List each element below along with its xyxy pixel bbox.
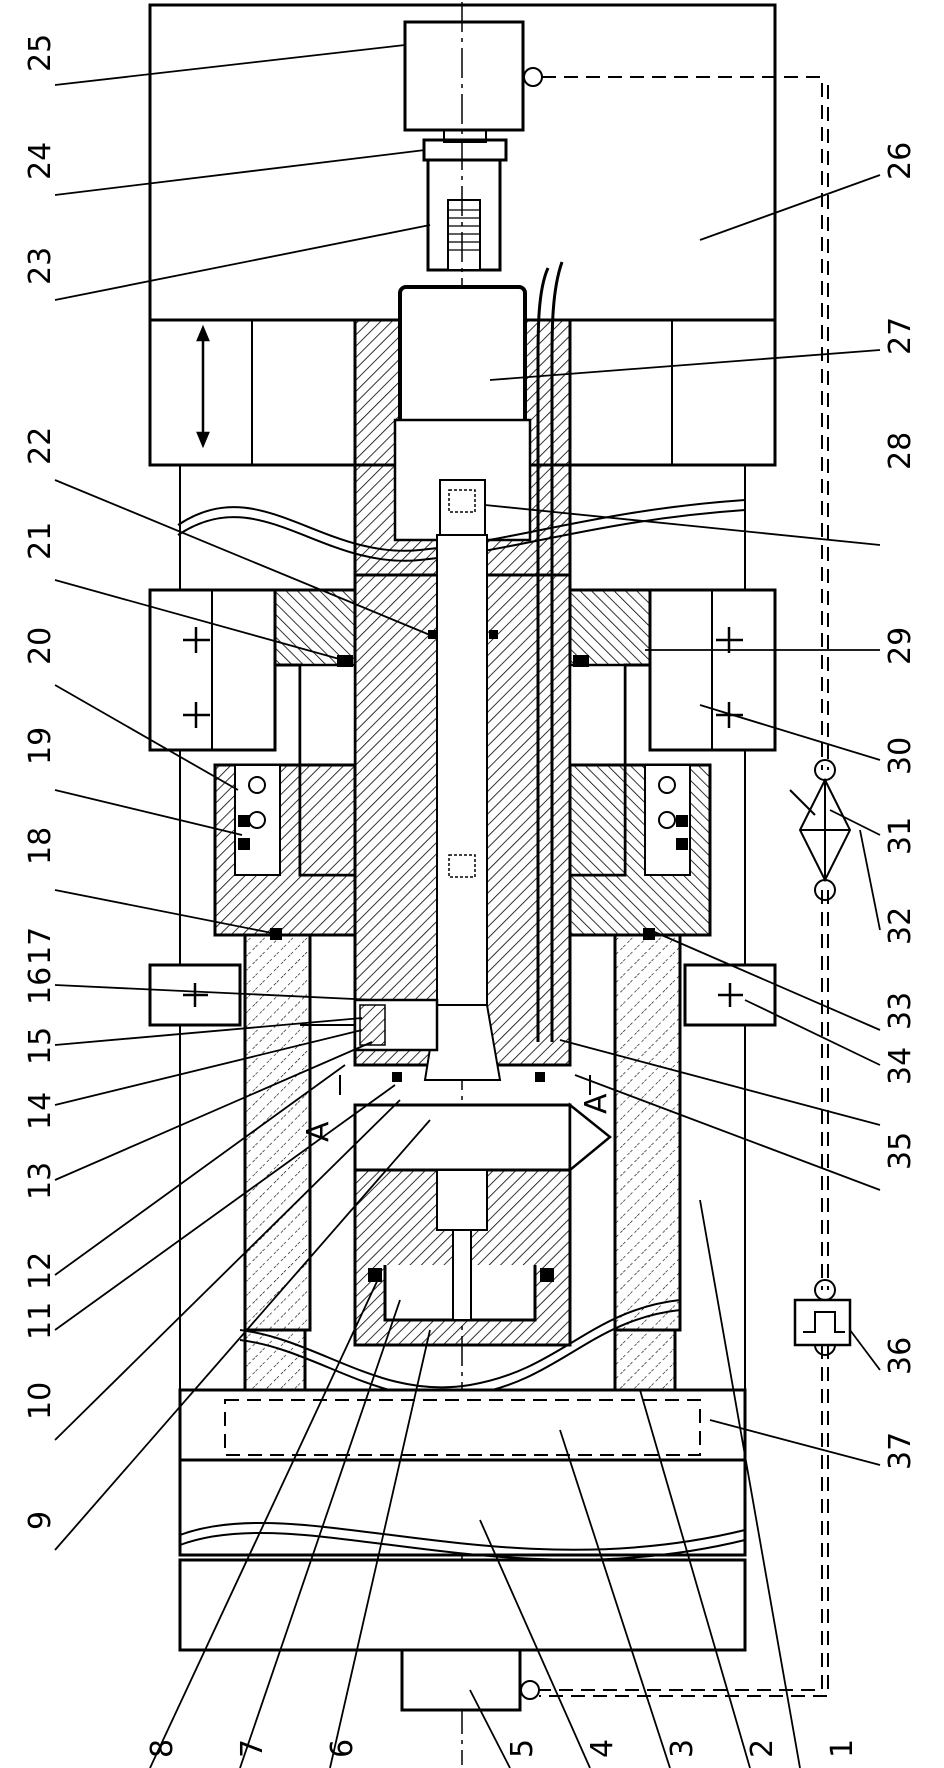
label-21: 21 [23,522,58,560]
label-31: 31 [883,817,918,855]
label-24: 24 [23,142,58,180]
piston-housing [355,1105,570,1170]
label-18: 18 [23,827,58,865]
label-33: 33 [883,992,918,1030]
label-17: 17 [23,927,58,965]
label-9: 9 [23,1511,58,1530]
label-34: 34 [883,1047,918,1085]
label-36: 36 [883,1337,918,1375]
base-plate [180,1390,745,1460]
label-1: 1 [825,1739,860,1758]
label-13: 13 [23,1162,58,1200]
label-32: 32 [883,907,918,945]
label-23: 23 [23,247,58,285]
label-37: 37 [883,1432,918,1470]
motor-port [524,68,542,86]
label-16: 16 [23,967,58,1005]
label-26: 26 [883,142,918,180]
label-14: 14 [23,1092,58,1130]
label-8: 8 [145,1739,180,1758]
sensor-5 [402,1650,520,1710]
label-12: 12 [23,1252,58,1290]
labels-left-column-group: 22 21 20 19 18 17 16 15 14 13 12 11 10 9 [23,427,58,1530]
label-5: 5 [505,1739,540,1758]
label-15: 15 [23,1027,58,1065]
label-29: 29 [883,627,918,665]
controller-36 [795,1300,850,1345]
label-30: 30 [883,737,918,775]
label-20: 20 [23,627,58,665]
label-27: 27 [883,317,918,355]
section-mark-right: A [579,1093,614,1114]
label-25: 25 [23,34,58,72]
label-2: 2 [745,1739,780,1758]
label-19: 19 [23,727,58,765]
label-7: 7 [235,1739,270,1758]
motor-box [405,22,523,130]
label-6: 6 [325,1739,360,1758]
bottom-plate [180,1560,745,1650]
label-4: 4 [585,1739,620,1758]
label-35: 35 [883,1132,918,1170]
labels-right-column-group: 29 30 31 32 33 34 35 36 37 [883,627,918,1470]
label-22: 22 [23,427,58,465]
motion-arrow [198,328,208,445]
cylinder-wall-right [615,935,680,1330]
lower-frame [180,1460,745,1555]
label-28: 28 [883,432,918,470]
central-bore [437,535,487,1015]
label-3: 3 [665,1739,700,1758]
label-11: 11 [23,1302,58,1340]
label-10: 10 [23,1382,58,1420]
